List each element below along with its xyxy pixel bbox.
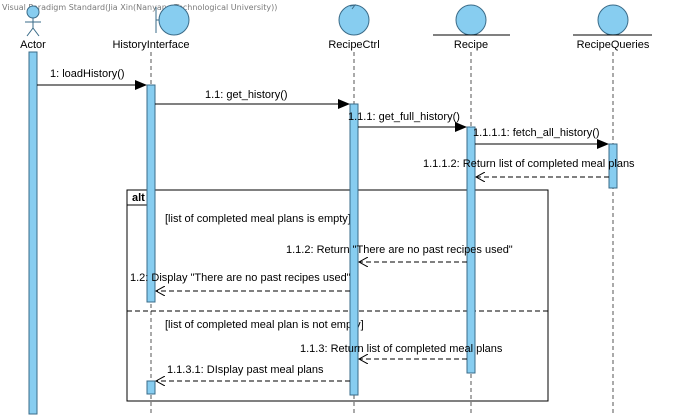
participant-label-recipe: Recipe xyxy=(454,39,488,51)
message-label-fetch-all-history: 1.1.1.1: fetch_all_history() xyxy=(473,127,600,139)
history-interface-activation-1 xyxy=(146,84,156,303)
message-label-display-no-past: 1.2: Display "There are no past recipes … xyxy=(130,272,351,284)
boundary-icon xyxy=(155,4,190,36)
message-label-get-history: 1.1: get_history() xyxy=(205,89,288,101)
actor-icon xyxy=(25,5,41,37)
recipe-ctrl-activation xyxy=(349,103,359,396)
entity-icon xyxy=(573,4,652,36)
message-label-display-past: 1.1.3.1: DIsplay past meal plans xyxy=(167,364,324,376)
recipe-activation xyxy=(466,126,476,374)
message-label-return-no-past: 1.1.2: Return "There are no past recipes… xyxy=(286,244,513,256)
recipe-queries-activation xyxy=(608,143,618,189)
watermark: Visual Paradigm Standard(Jia Xin(Nanyang… xyxy=(2,3,277,12)
message-label-return-list-113: 1.1.3: Return list of completed meal pla… xyxy=(300,343,503,355)
entity-icon xyxy=(433,4,510,36)
participant-label-history-interface: HistoryInterface xyxy=(112,39,189,51)
participant-label-recipe-ctrl: RecipeCtrl xyxy=(328,39,379,51)
message-label-return-list-1112: 1.1.1.2: Return list of completed meal p… xyxy=(423,158,635,170)
actor-activation xyxy=(28,51,38,415)
control-icon xyxy=(338,4,370,36)
fragment-operator: alt xyxy=(132,192,145,204)
guard-not-empty: [list of completed meal plan is not empt… xyxy=(165,319,364,331)
participant-label-recipe-queries: RecipeQueries xyxy=(577,39,650,51)
guard-empty: [list of completed meal plans is empty] xyxy=(165,213,351,225)
message-label-load-history: 1: loadHistory() xyxy=(50,68,125,80)
message-label-get-full-history: 1.1.1: get_full_history() xyxy=(348,111,460,123)
history-interface-activation-2 xyxy=(146,380,156,395)
participant-label-actor: Actor xyxy=(20,39,46,51)
